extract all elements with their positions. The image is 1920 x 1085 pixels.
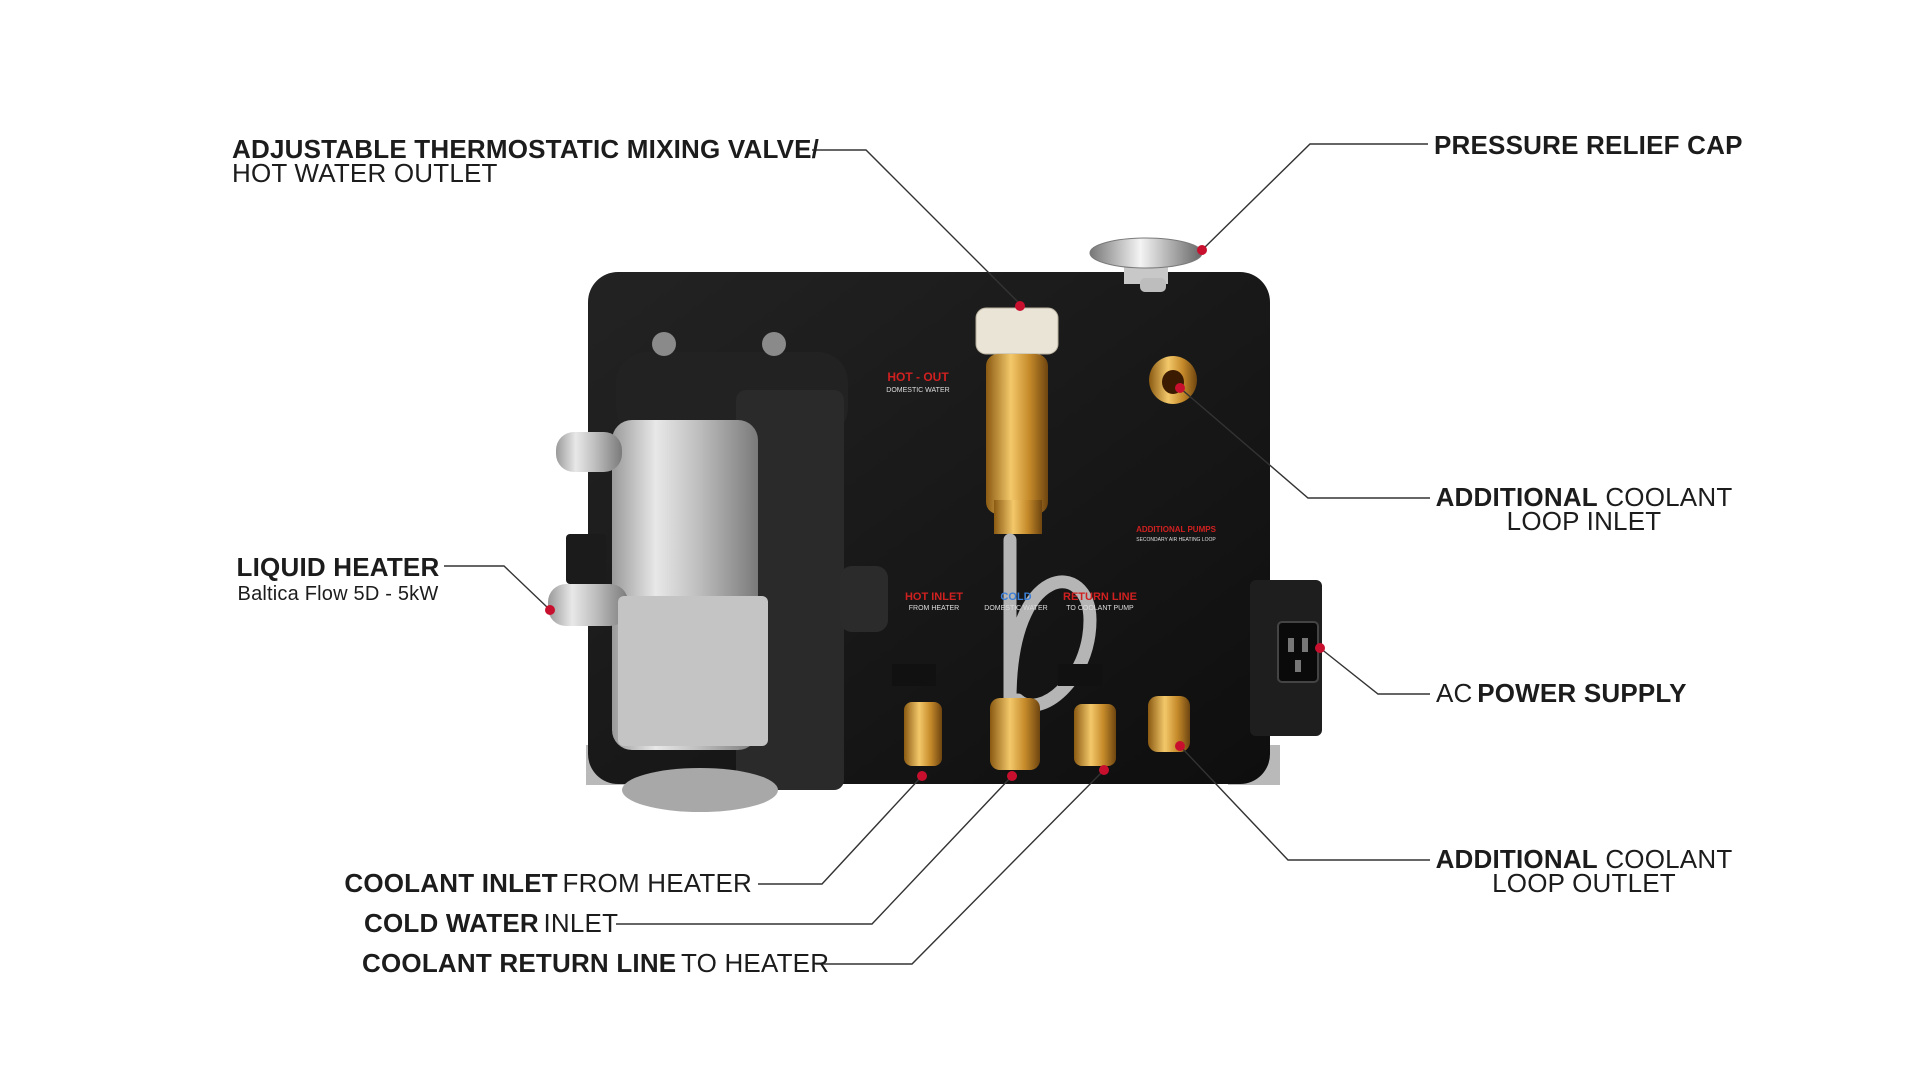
label-loop-outlet-line2: LOOP OUTLET bbox=[1492, 868, 1676, 898]
label-ac-power-normal: AC bbox=[1436, 678, 1473, 708]
ac-socket bbox=[1277, 621, 1319, 683]
label-mixing-valve-line1: ADJUSTABLE THERMOSTATIC MIXING VALVE/ bbox=[232, 134, 820, 164]
sticker-return-line-sub: TO COOLANT PUMP bbox=[1066, 605, 1134, 612]
label-ac-power-bold: POWER SUPPLY bbox=[1477, 678, 1687, 708]
leader-cold-water bbox=[616, 775, 1013, 925]
sticker-additional-pumps: ADDITIONAL PUMPS SECONDARY AIR HEATING L… bbox=[1136, 525, 1217, 543]
leader-loop-outlet bbox=[1179, 745, 1430, 861]
leader-loop-inlet bbox=[1179, 387, 1430, 499]
sticker-cold-title: COLD bbox=[1000, 591, 1031, 603]
label-mixing-valve-line2: HOT WATER OUTLET bbox=[232, 158, 498, 188]
sticker-hot-out: HOT - OUT DOMESTIC WATER bbox=[886, 370, 949, 394]
heater-mount-bolt-1 bbox=[652, 332, 676, 356]
sticker-hot-out-title: HOT - OUT bbox=[887, 370, 949, 384]
sticker-return-line: RETURN LINE TO COOLANT PUMP bbox=[1063, 591, 1137, 612]
mixing-valve-body bbox=[986, 354, 1048, 514]
label-loop-outlet-normal: COOLANT bbox=[1605, 844, 1733, 874]
label-loop-inlet-normal: COOLANT bbox=[1605, 482, 1733, 512]
dot-loop-inlet bbox=[1175, 383, 1185, 393]
sticker-return-line-title: RETURN LINE bbox=[1063, 591, 1137, 603]
cap-nozzle bbox=[1140, 278, 1166, 292]
sticker-hot-inlet-sub: FROM HEATER bbox=[909, 605, 959, 612]
dot-cold-water bbox=[1007, 771, 1017, 781]
label-coolant-return-bold: COOLANT RETURN LINE bbox=[362, 948, 677, 978]
sticker-cold: COLD DOMESTIC WATER bbox=[984, 591, 1047, 612]
sticker-hot-out-sub: DOMESTIC WATER bbox=[886, 387, 949, 394]
coolant-loop-outlet-fitting bbox=[1148, 696, 1190, 752]
leader-liquid-heater bbox=[444, 565, 549, 609]
label-coolant-return: COOLANT RETURN LINE TO HEATER bbox=[362, 950, 829, 976]
label-liquid-heater: LIQUID HEATER Baltica Flow 5D - 5kW bbox=[234, 554, 442, 604]
leader-ac-power bbox=[1319, 647, 1430, 695]
heater-outlet-pipe bbox=[548, 584, 628, 626]
heater-fan-housing bbox=[618, 596, 768, 746]
sticker-hot-inlet-title: HOT INLET bbox=[905, 591, 963, 603]
mixing-valve-knob bbox=[975, 307, 1059, 355]
label-cold-water-bold: COLD WATER bbox=[364, 908, 539, 938]
leader-pressure-cap bbox=[1201, 143, 1428, 251]
label-pressure-cap: PRESSURE RELIEF CAP bbox=[1434, 132, 1743, 158]
label-loop-inlet-bold: ADDITIONAL bbox=[1435, 482, 1598, 512]
label-coolant-inlet-bold: COOLANT INLET bbox=[344, 868, 558, 898]
valve-handle-2 bbox=[1058, 664, 1102, 686]
label-liquid-heater-sub: Baltica Flow 5D - 5kW bbox=[237, 583, 439, 605]
label-pressure-cap-text: PRESSURE RELIEF CAP bbox=[1434, 130, 1743, 160]
dot-ac-power bbox=[1315, 643, 1325, 653]
coolant-inlet-fitting bbox=[904, 702, 942, 766]
cap-top bbox=[1089, 237, 1203, 269]
label-coolant-inlet: COOLANT INLET FROM HEATER bbox=[300, 870, 752, 896]
sticker-hot-inlet: HOT INLET FROM HEATER bbox=[905, 591, 963, 612]
leader-coolant-return bbox=[816, 769, 1105, 965]
sticker-additional-pumps-title: ADDITIONAL PUMPS bbox=[1136, 525, 1217, 534]
label-coolant-loop-inlet: ADDITIONAL COOLANT LOOP INLET bbox=[1434, 484, 1734, 534]
braided-hose bbox=[1003, 533, 1097, 712]
heater-inlet-pipe bbox=[556, 432, 622, 472]
label-loop-inlet-line2: LOOP INLET bbox=[1506, 506, 1662, 536]
dot-coolant-return bbox=[1099, 765, 1109, 775]
label-cold-water: COLD WATER INLET bbox=[364, 910, 618, 936]
heater-elbow bbox=[840, 566, 888, 632]
label-coolant-inlet-normal: FROM HEATER bbox=[562, 868, 752, 898]
heater-base bbox=[622, 768, 778, 812]
leader-mixing-valve bbox=[812, 149, 1021, 305]
label-loop-outlet-bold: ADDITIONAL bbox=[1435, 844, 1598, 874]
dot-mixing-valve bbox=[1015, 301, 1025, 311]
leader-coolant-inlet bbox=[758, 775, 923, 885]
ac-socket-pin-3 bbox=[1295, 660, 1301, 672]
label-mixing-valve: ADJUSTABLE THERMOSTATIC MIXING VALVE/ HO… bbox=[232, 136, 819, 186]
heater-mount-bolt-2 bbox=[762, 332, 786, 356]
sticker-additional-pumps-sub: SECONDARY AIR HEATING LOOP bbox=[1136, 537, 1216, 543]
heater-wiring bbox=[566, 534, 606, 584]
dot-loop-outlet bbox=[1175, 741, 1185, 751]
label-liquid-heater-title: LIQUID HEATER bbox=[236, 552, 440, 582]
label-coolant-loop-outlet: ADDITIONAL COOLANT LOOP OUTLET bbox=[1434, 846, 1734, 896]
cold-water-fitting bbox=[990, 698, 1040, 770]
ac-socket-pin-1 bbox=[1288, 638, 1294, 652]
valve-handle-1 bbox=[892, 664, 936, 686]
label-ac-power: AC POWER SUPPLY bbox=[1436, 680, 1687, 706]
mixing-valve-collar bbox=[994, 500, 1042, 534]
ac-socket-pin-2 bbox=[1302, 638, 1308, 652]
coolant-return-fitting bbox=[1074, 704, 1116, 766]
dot-liquid-heater bbox=[545, 605, 555, 615]
sticker-cold-sub: DOMESTIC WATER bbox=[984, 605, 1047, 612]
label-cold-water-normal: INLET bbox=[543, 908, 619, 938]
dot-pressure-cap bbox=[1197, 245, 1207, 255]
label-coolant-return-normal: TO HEATER bbox=[681, 948, 830, 978]
dot-coolant-inlet bbox=[917, 771, 927, 781]
